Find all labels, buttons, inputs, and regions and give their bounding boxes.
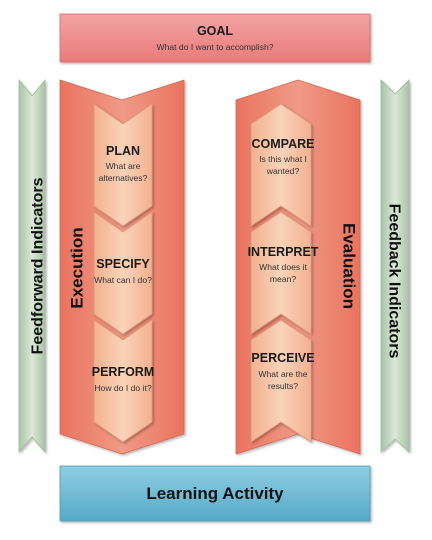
feedback-shape <box>380 79 410 453</box>
plan-title: PLAN <box>106 144 140 158</box>
feedback-arrow: Feedback Indicators <box>380 79 410 453</box>
evaluation-step-compare: COMPARE Is this what I wanted? <box>250 103 315 227</box>
perform-step-shape <box>93 319 153 443</box>
plan-text-line-1: What are <box>106 161 141 171</box>
compare-step-shape <box>250 103 312 227</box>
plan-step-shape <box>93 103 153 227</box>
goal-box-shape <box>59 13 371 63</box>
execution-label: Execution <box>68 227 87 308</box>
evaluation-column: Evaluation COMPARE Is this what I wanted… <box>235 79 361 455</box>
interpret-text-line-1: What does it <box>259 262 307 272</box>
compare-text-line-2: wanted? <box>266 166 300 176</box>
perceive-title: PERCEIVE <box>251 351 314 365</box>
compare-text-line-1: Is this what I <box>259 154 307 164</box>
perceive-text-line-1: What are the <box>258 369 307 379</box>
goal-subtitle: What do I want to accomplish? <box>156 42 273 52</box>
interpret-step-shape <box>250 211 312 335</box>
feedforward-label: Feedforward Indicators <box>30 177 47 354</box>
plan-text-line-2: alternatives? <box>99 173 148 183</box>
perform-text-line-1: How do I do it? <box>94 383 152 393</box>
perceive-step-shape <box>250 319 312 443</box>
execution-step-perform: PERFORM How do I do it? <box>92 319 155 443</box>
evaluation-step-perceive: PERCEIVE What are the results? <box>250 319 315 443</box>
interpret-text-line-2: mean? <box>270 274 296 284</box>
specify-step-shape <box>93 211 153 335</box>
execution-step-specify: SPECIFY What can I do? <box>93 211 153 335</box>
evaluation-step-interpret: INTERPRET What does it mean? <box>248 211 319 335</box>
learning-activity-shape <box>59 465 371 522</box>
perform-title: PERFORM <box>92 365 155 379</box>
learning-activity-box: Learning Activity <box>59 465 371 522</box>
feedback-label: Feedback Indicators <box>386 204 403 359</box>
execution-step-plan: PLAN What are alternatives? <box>93 103 153 227</box>
perceive-text-line-2: results? <box>268 381 298 391</box>
feedforward-shape <box>18 78 46 454</box>
execution-column: Execution PLAN What are alternatives? SP… <box>59 79 185 455</box>
specify-text-line-1: What can I do? <box>94 275 152 285</box>
goal-box: GOAL What do I want to accomplish? <box>59 13 371 63</box>
specify-title: SPECIFY <box>96 257 150 271</box>
evaluation-label: Evaluation <box>340 223 359 309</box>
feedforward-arrow: Feedforward Indicators <box>18 78 47 454</box>
interpret-title: INTERPRET <box>248 245 319 259</box>
learning-activity-label: Learning Activity <box>146 484 284 503</box>
goal-title: GOAL <box>197 24 233 38</box>
compare-title: COMPARE <box>252 137 315 151</box>
